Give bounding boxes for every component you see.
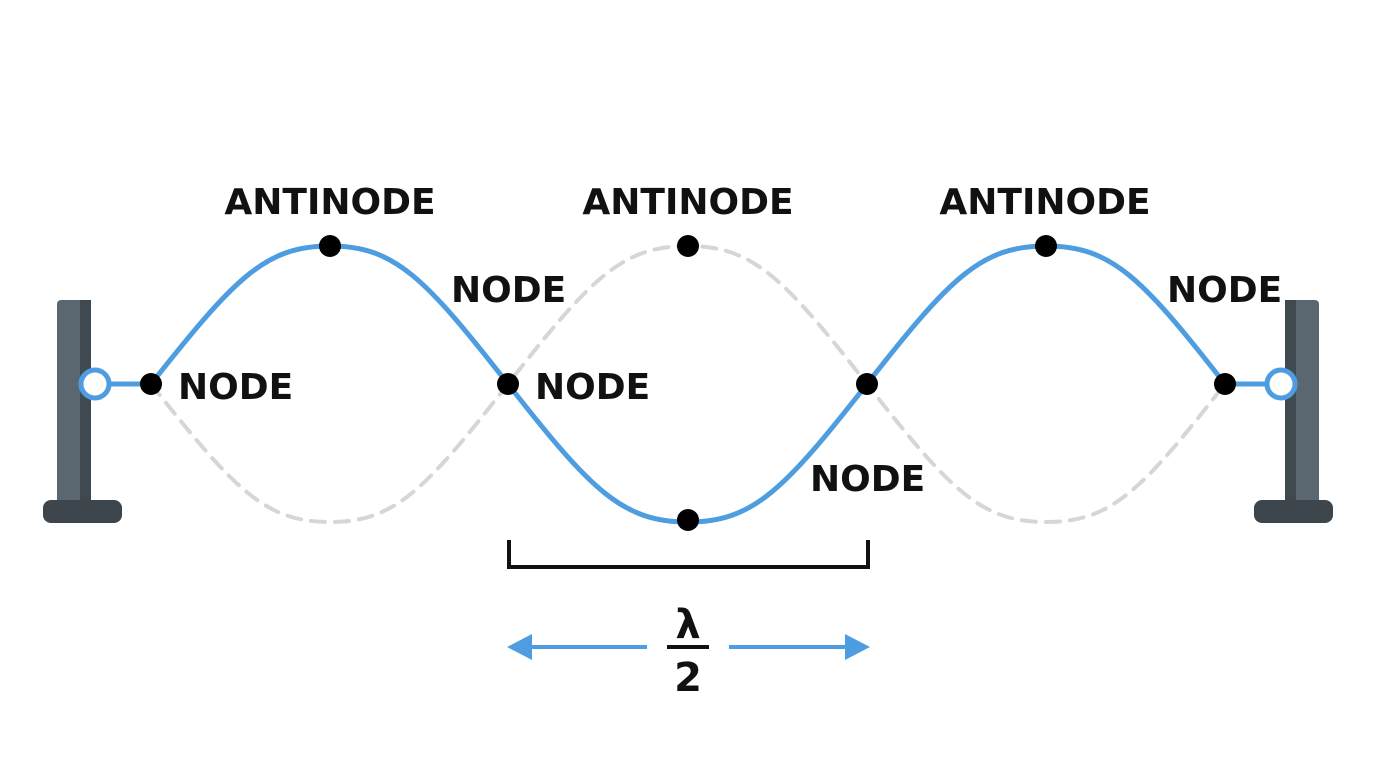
right-arrow <box>729 634 870 660</box>
node-dot-3 <box>856 373 878 395</box>
left-arrow <box>507 634 647 660</box>
antinode-label-3: ANTINODE <box>939 182 1150 223</box>
antinode-dot-3 <box>1035 235 1057 257</box>
wavelength-denominator: 2 <box>674 655 702 701</box>
antinode-label-2: ANTINODE <box>582 182 793 223</box>
node-label-center: NODE <box>535 367 650 408</box>
node-dot-4 <box>1214 373 1236 395</box>
antinode-dot-1 <box>319 235 341 257</box>
node-label-left: NODE <box>178 367 293 408</box>
left-attachment-ring <box>78 367 112 401</box>
node-label-right: NODE <box>1167 270 1282 311</box>
antinode-dot-2 <box>677 235 699 257</box>
half-wavelength-bracket <box>507 540 870 569</box>
standing-wave <box>148 243 1228 525</box>
wavelength-numerator: λ <box>675 602 700 648</box>
node-dot-1 <box>140 373 162 395</box>
antinode-label-1: ANTINODE <box>224 182 435 223</box>
left-post <box>43 300 122 523</box>
right-attachment-ring <box>1264 367 1298 401</box>
ghost-wave <box>149 243 1227 525</box>
trough-dot <box>677 509 699 531</box>
node-dot-2 <box>497 373 519 395</box>
node-label-upper: NODE <box>451 270 566 311</box>
right-post <box>1254 300 1333 523</box>
node-label-lower: NODE <box>810 459 925 500</box>
